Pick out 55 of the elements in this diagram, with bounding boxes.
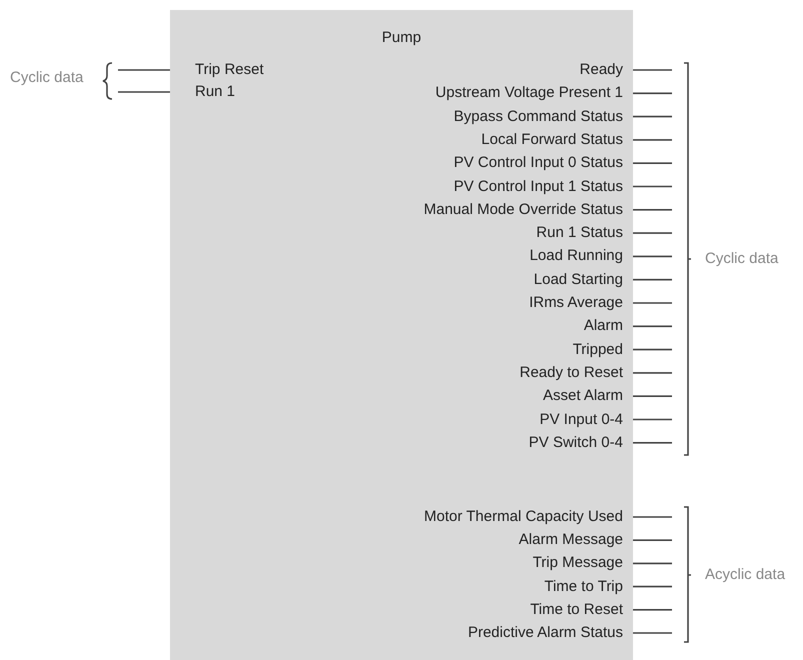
signal-line [633,302,672,304]
signal-name: Tripped [572,340,633,360]
signal-line [633,562,672,564]
signal-line [633,232,672,234]
signal-line [633,209,672,211]
signal-line [633,326,672,328]
signal-line [633,372,672,374]
signal-name: Manual Mode Override Status [424,200,633,220]
signal-name: Ready to Reset [520,362,633,383]
device-block [170,10,633,660]
signal-name: Load Running [530,246,633,266]
signal-name: Local Forward Status [481,130,633,150]
signal-line [633,609,672,611]
signal-line [633,395,672,397]
signal-name: Motor Thermal Capacity Used [424,507,633,527]
group-label: Cyclic data [705,249,778,269]
signal-name: PV Control Input 0 Status [454,153,633,174]
signal-line [633,162,672,164]
group-label: Acyclic data [705,565,786,585]
signal-line [633,256,672,258]
signal-line [633,139,672,141]
signal-name: Time to Trip [544,576,633,597]
signal-name: Alarm [584,316,633,336]
signal-name: Time to Reset [530,600,633,620]
signal-line [633,69,672,71]
signal-name: PV Input 0-4 [540,410,633,430]
signal-line [633,278,672,280]
signal-name: PV Switch 0-4 [528,432,633,453]
signal-line [118,91,172,93]
signal-line [633,586,672,588]
signal-name: Predictive Alarm Status [468,623,633,643]
signal-line [118,69,172,71]
signal-name: Trip Message [532,553,633,574]
signal-name: PV Control Input 1 Status [454,176,633,196]
signal-line [633,92,672,94]
signal-line [633,418,672,420]
signal-line [633,348,672,350]
signal-name: Upstream Voltage Present 1 [435,83,633,104]
group-label: Cyclic data [10,68,84,88]
signal-name: Run 1 Status [536,223,633,244]
block-title: Pump [380,29,422,46]
signal-name: Alarm Message [518,530,633,550]
signal-line [633,539,672,541]
signal-line [633,442,672,444]
signal-name: Asset Alarm [542,386,633,406]
signal-name: Ready [580,60,633,80]
signal-name: Trip Reset [170,60,320,80]
signal-name: Load Starting [534,270,633,290]
signal-line [633,116,672,118]
signal-name: IRms Average [529,293,633,313]
signal-name: Run 1 [170,82,320,102]
signal-line [633,632,672,634]
signal-name: Bypass Command Status [454,106,633,127]
signal-line [633,516,672,518]
signal-line [633,186,672,188]
